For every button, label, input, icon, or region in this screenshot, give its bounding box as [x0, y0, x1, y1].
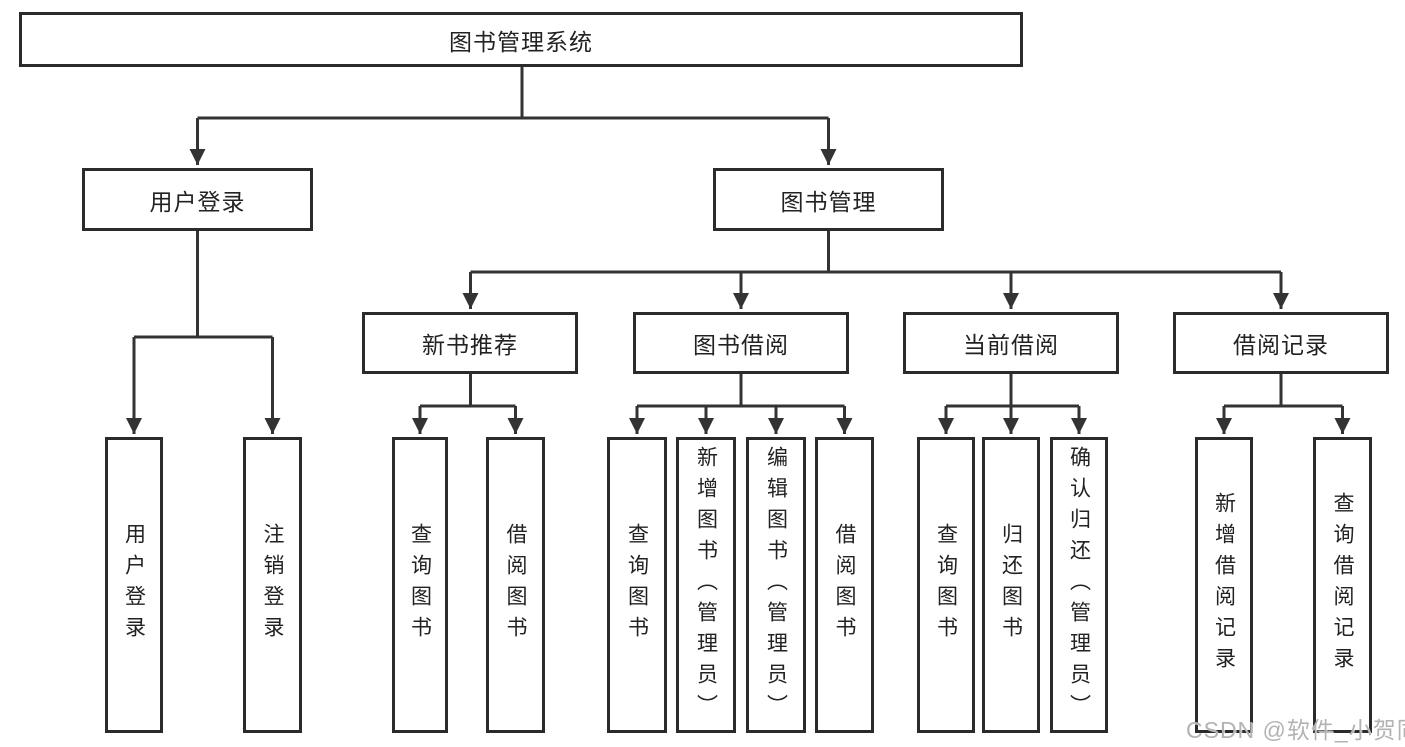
node-new-book-recommend: 新书推荐: [362, 312, 578, 374]
node-book-borrow: 图书借阅: [633, 312, 849, 374]
leaf-borrow-edit-books-admin-label: 编辑图书（管理员）: [764, 445, 788, 725]
node-root-system-label: 图书管理系统: [449, 28, 593, 55]
leaf-borrow-add-books-admin: 新增图书（管理员）: [676, 437, 736, 733]
leaf-user-login: 用户登录: [105, 437, 163, 733]
node-root-system: 图书管理系统: [19, 12, 1023, 67]
csdn-watermark: CSDN @软件_小贺同学: [1186, 717, 1405, 743]
leaf-logout-label: 注销登录: [261, 523, 284, 647]
leaf-newbook-borrow-books: 借阅图书: [486, 437, 545, 733]
node-book-borrow-label: 图书借阅: [693, 332, 789, 358]
node-current-borrow-label: 当前借阅: [963, 332, 1059, 358]
leaf-borrow-query-books-label: 查询图书: [625, 523, 649, 647]
leaf-newbook-borrow-books-label: 借阅图书: [504, 523, 527, 647]
leaf-records-add-record: 新增借阅记录: [1195, 437, 1253, 733]
connector-newbook-to-leaves: [412, 374, 524, 434]
node-new-book-recommend-label: 新书推荐: [422, 332, 518, 358]
leaf-borrow-borrow-books: 借阅图书: [815, 437, 874, 733]
connector-bookmgmt-to-level3: [462, 231, 1289, 309]
leaf-user-login-label: 用户登录: [122, 523, 146, 647]
leaf-borrow-borrow-books-label: 借阅图书: [833, 523, 856, 647]
leaf-current-confirm-return-admin: 确认归还（管理员）: [1050, 437, 1108, 733]
node-borrow-records-label: 借阅记录: [1233, 332, 1329, 358]
leaf-logout: 注销登录: [243, 437, 302, 733]
node-book-management: 图书管理: [713, 168, 944, 231]
leaf-records-add-record-label: 新增借阅记录: [1212, 492, 1236, 678]
node-book-management-label: 图书管理: [780, 188, 877, 215]
node-borrow-records: 借阅记录: [1173, 312, 1389, 374]
connector-current-to-leaves: [938, 374, 1087, 434]
leaf-current-return-books-label: 归还图书: [999, 523, 1023, 647]
node-user-login: 用户登录: [82, 168, 313, 231]
leaf-current-return-books: 归还图书: [982, 437, 1040, 733]
leaf-borrow-edit-books-admin: 编辑图书（管理员）: [746, 437, 806, 733]
leaf-borrow-add-books-admin-label: 新增图书（管理员）: [694, 445, 718, 725]
leaf-records-query-record-label: 查询借阅记录: [1331, 492, 1354, 678]
leaf-records-query-record: 查询借阅记录: [1313, 437, 1372, 733]
connector-root-to-level2: [189, 67, 837, 165]
leaf-newbook-query-books-label: 查询图书: [408, 523, 432, 647]
connector-borrow-to-leaves: [629, 374, 853, 434]
node-user-login-label: 用户登录: [149, 188, 246, 215]
leaf-current-confirm-return-admin-label: 确认归还（管理员）: [1067, 445, 1091, 725]
leaf-current-query-books-label: 查询图书: [934, 523, 958, 647]
connector-login-to-leaves: [126, 231, 281, 434]
leaf-newbook-query-books: 查询图书: [392, 437, 448, 733]
leaf-borrow-query-books: 查询图书: [607, 437, 667, 733]
leaf-current-query-books: 查询图书: [917, 437, 975, 733]
connector-records-to-leaves: [1216, 374, 1351, 434]
node-current-borrow: 当前借阅: [903, 312, 1119, 374]
